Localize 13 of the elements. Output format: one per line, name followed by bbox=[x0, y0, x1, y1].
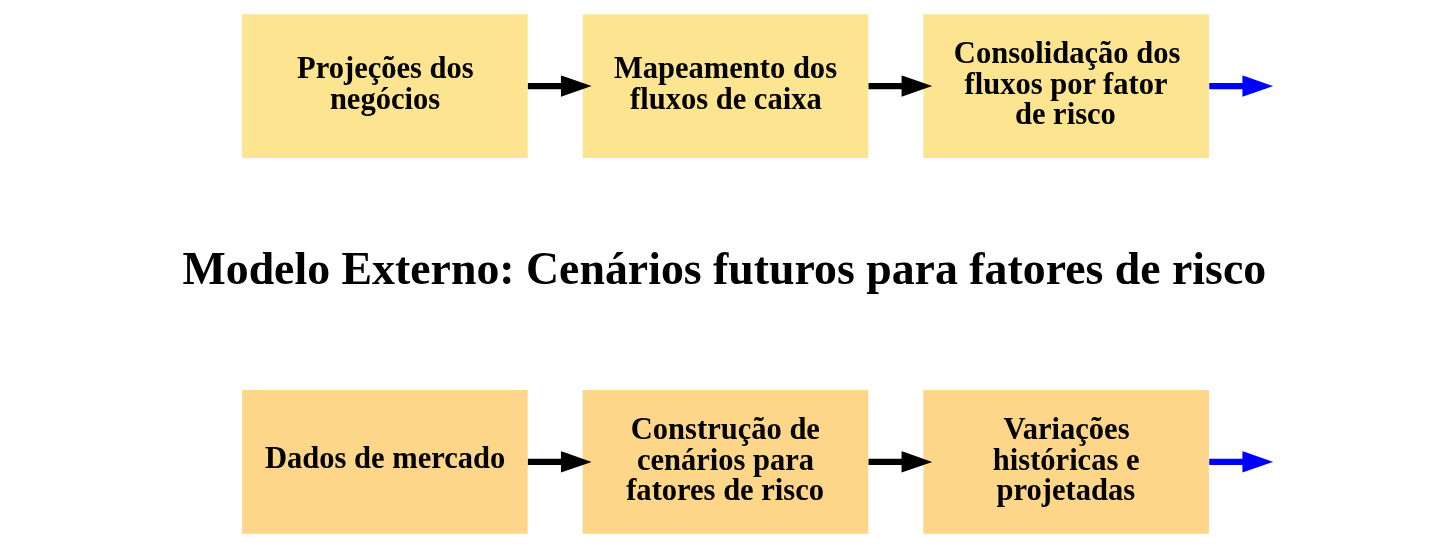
arrow bbox=[527, 75, 592, 97]
arrow bbox=[868, 451, 932, 473]
arrow bbox=[1208, 75, 1273, 97]
node-box: Projeções dos negócios bbox=[241, 14, 528, 158]
node-box: Variações históricas e projetadas bbox=[922, 390, 1209, 534]
node-box: Mapeamento dos fluxos de caixa bbox=[582, 14, 868, 158]
arrow bbox=[1208, 451, 1273, 473]
label: Modelo Externo: Cenários futuros para fatores de risco bbox=[181, 242, 1266, 294]
arrow bbox=[868, 75, 932, 97]
node-box: Consolidação dos fluxos por fator de risco bbox=[922, 14, 1209, 158]
arrow bbox=[527, 451, 592, 473]
node-box: Construção de cenários para fatores de risco bbox=[582, 390, 868, 534]
node-box: Dados de mercado bbox=[241, 390, 528, 534]
